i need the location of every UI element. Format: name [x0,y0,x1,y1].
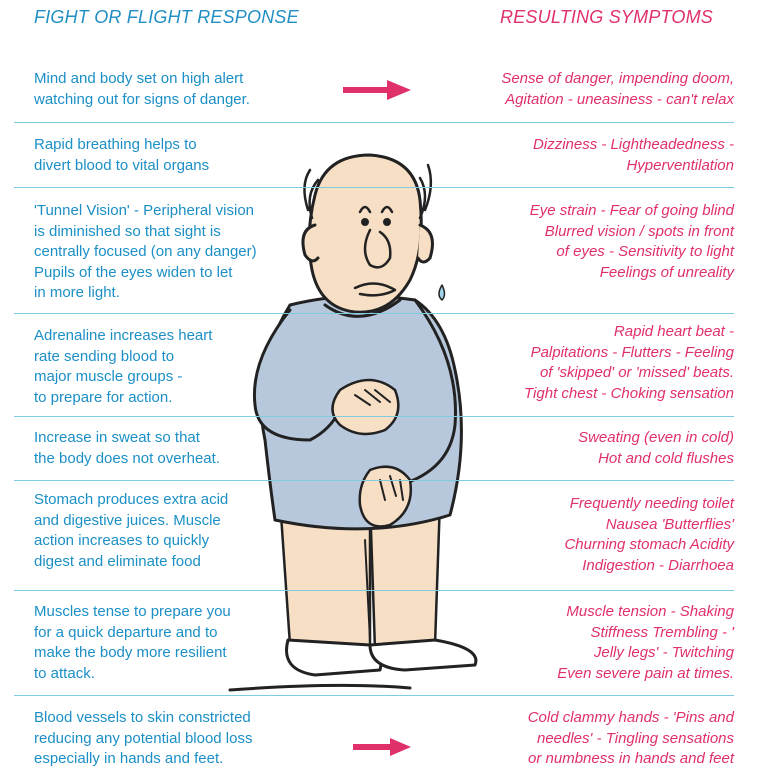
arrow-right-icon [353,738,411,756]
row-divider [14,122,734,123]
symptom-text: Rapid heart beat - Palpitations - Flutte… [524,323,734,402]
cause-text: Mind and body set on high alert watching… [34,70,250,108]
symptom-text: Sweating (even in cold) Hot and cold flu… [578,429,734,467]
cause-text: Blood vessels to skin constricted reduci… [34,709,253,768]
symptom-text: Cold clammy hands - 'Pins and needles' -… [527,709,734,768]
causes-column-header: FIGHT OR FLIGHT RESPONSE [34,7,299,27]
symptoms-column-header: RESULTING SYMPTOMS [500,7,713,27]
symptom-text: Sense of danger, impending doom, Agitati… [501,70,734,108]
cause-text: Stomach produces extra acid and digestiv… [34,491,229,570]
row-divider [14,695,734,696]
cause-text: Increase in sweat so that the body does … [34,429,220,467]
anxious-man-illustration [228,153,478,692]
symptom-text: Eye strain - Fear of going blind Blurred… [529,202,734,281]
cause-text: 'Tunnel Vision' - Peripheral vision is d… [34,202,257,302]
symptom-text: Frequently needing toilet Nausea 'Butter… [564,495,734,574]
symptom-text: Dizziness - Lightheadedness - Hyperventi… [533,136,734,174]
row-divider [14,590,734,591]
arrow-right-icon [343,80,411,100]
cause-text: Adrenaline increases heart rate sending … [34,327,213,406]
cause-text: Muscles tense to prepare you for a quick… [34,603,231,682]
row-divider [14,313,734,314]
row-divider [14,480,734,481]
row-divider [14,416,734,417]
symptom-text: Muscle tension - Shaking Stiffness Tremb… [557,603,734,682]
cause-text: Rapid breathing helps to divert blood to… [34,136,210,174]
row-divider [14,187,734,188]
